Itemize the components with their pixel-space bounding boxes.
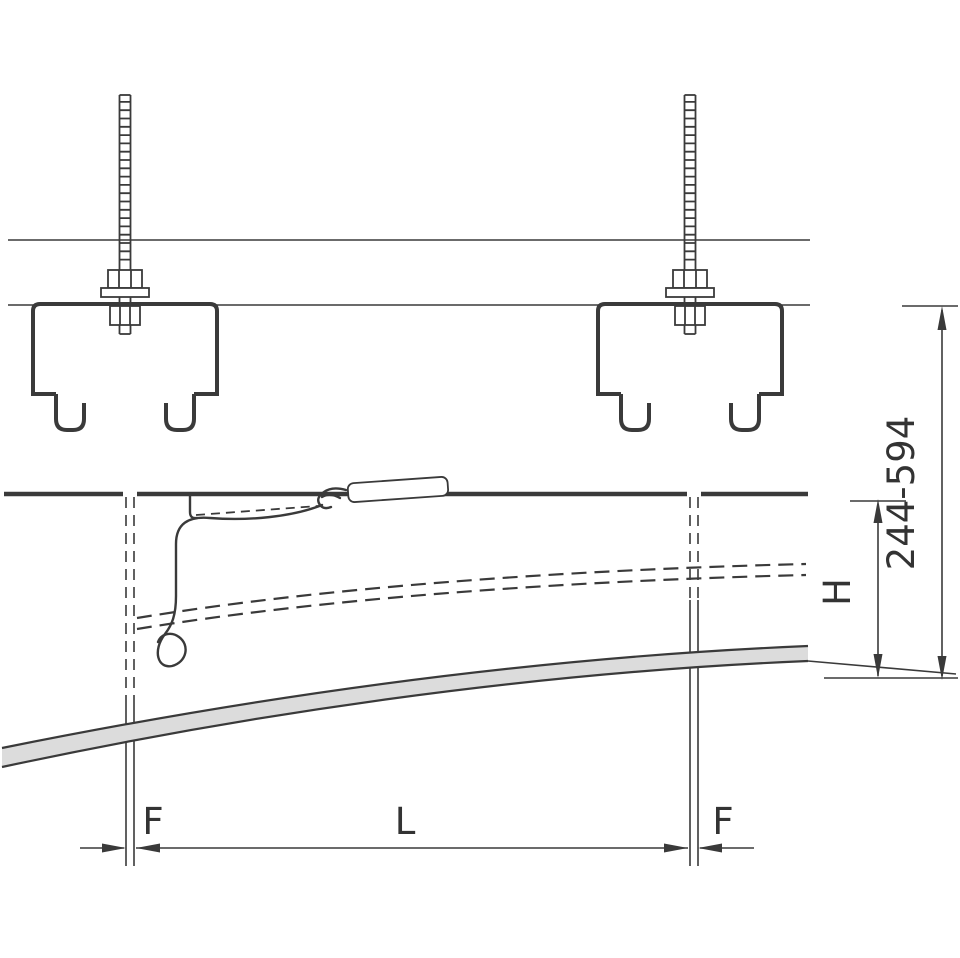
panel-hidden-edges	[136, 562, 807, 631]
arrow-down-icon	[873, 654, 883, 678]
dimension-height-range: 244-594	[824, 305, 958, 680]
dim-height-range-label: 244-594	[880, 416, 923, 571]
hidden-edge-lower	[136, 573, 807, 631]
arrow-down-icon	[937, 656, 947, 680]
dim-f-right-label: F	[712, 800, 733, 843]
dimension-h: H	[816, 499, 906, 678]
hanger-rod-right	[666, 95, 714, 334]
clip-hidden-line	[195, 505, 319, 516]
joint-right-extension-lines	[689, 600, 699, 866]
curved-panel-edge-extension	[807, 660, 957, 675]
joint-right-hidden-lines	[689, 497, 699, 600]
joint-left-hidden-lines	[125, 497, 135, 700]
hanger-rod-left	[101, 95, 149, 334]
spring-wire	[156, 503, 324, 668]
arrow-up-icon	[873, 499, 883, 523]
panel-joint-right	[689, 497, 699, 866]
arrow-left-icon	[698, 843, 722, 853]
dim-h-label: H	[816, 578, 859, 606]
spring-clip-assembly	[156, 476, 450, 668]
curved-panel	[1, 644, 957, 769]
clip-hook-top-inner	[320, 493, 342, 500]
hidden-edge-upper	[136, 562, 807, 620]
curved-panel-fill	[2, 646, 808, 767]
clip-hook-top	[317, 487, 348, 510]
dim-f-left-label: F	[142, 800, 163, 843]
dim-l-label: L	[395, 800, 416, 843]
clip-plate	[346, 476, 450, 503]
dimension-bottom: F L F	[80, 800, 754, 853]
arrow-right-icon	[102, 843, 126, 853]
arrow-right-icon	[664, 843, 688, 853]
curved-panel-bottom-edge	[1, 659, 809, 769]
arrow-left-icon	[136, 843, 160, 853]
panel-joint-left	[125, 497, 135, 866]
arrow-up-icon	[937, 306, 947, 330]
curved-panel-top-edge	[1, 644, 809, 750]
clip-hook-left	[188, 494, 199, 520]
